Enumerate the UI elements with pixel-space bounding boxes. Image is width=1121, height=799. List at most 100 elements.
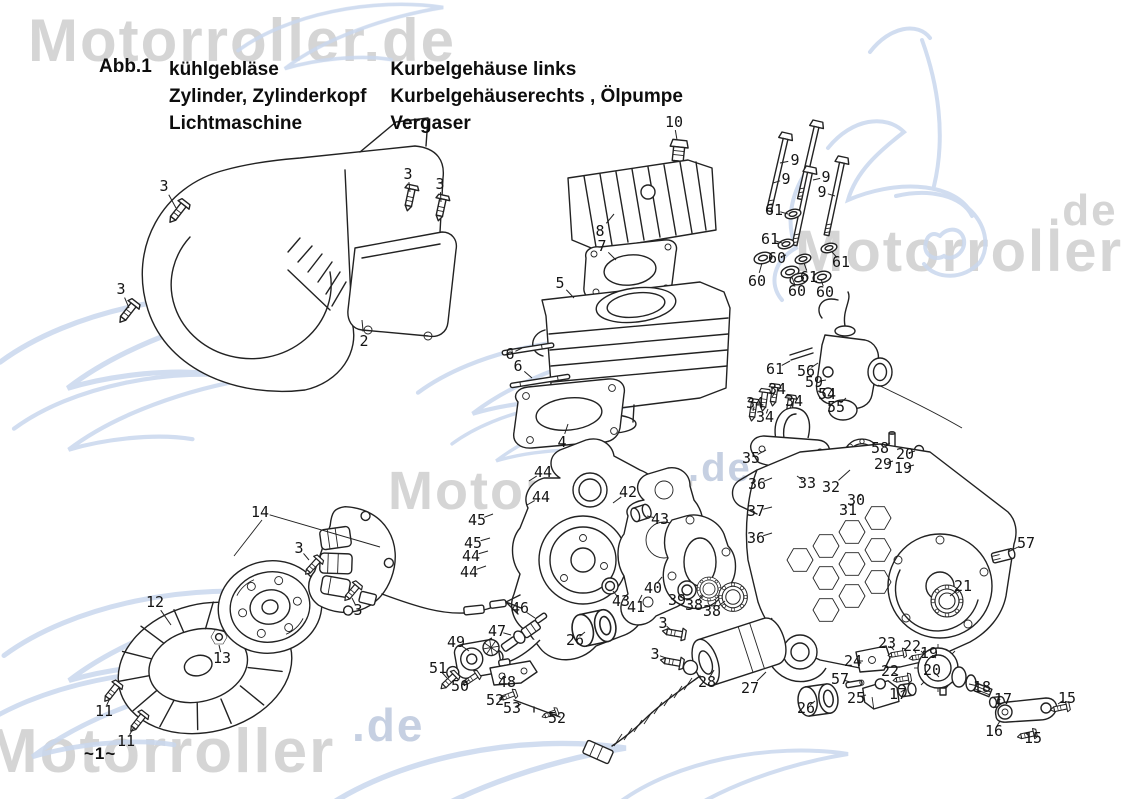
part-number-label: 3: [650, 645, 660, 663]
scooter-watermark: [772, 26, 988, 302]
part-number-label: 3: [353, 601, 363, 619]
part-number-label: 24: [843, 652, 863, 670]
part-number-label: 3: [116, 280, 126, 298]
part-number-label: 18: [972, 678, 992, 696]
part-number-label: 4: [557, 433, 567, 451]
part-number-label: 52: [547, 709, 567, 727]
header-line: Zylinder, Zylinderkopf: [169, 86, 367, 107]
part-number-label: 21: [953, 577, 973, 595]
part-number-label: 46: [510, 599, 530, 617]
part-number-label: 10: [664, 113, 684, 131]
part-number-label: 60: [815, 283, 835, 301]
part-number-label: 3: [435, 175, 445, 193]
part-number-label: 27: [740, 679, 760, 697]
output-bearing: [930, 547, 1016, 618]
part-number-label: 54: [817, 385, 837, 403]
figure-label: Abb.1: [99, 56, 152, 77]
part-number-label: 43: [650, 510, 670, 528]
header-line: Vergaser: [390, 113, 471, 134]
part-number-label: 61: [799, 268, 819, 286]
kickstart-lever: [994, 697, 1058, 723]
part-number-label: 23: [877, 634, 897, 652]
header-line: Kurbelgehäuse links: [390, 59, 577, 80]
part-number-label: 55: [826, 398, 846, 416]
part-number-label: 15: [1023, 729, 1043, 747]
watermark-right-suffix: .de: [1048, 186, 1118, 235]
part-number-label: 36: [746, 529, 766, 547]
part-number-label: 16: [984, 722, 1004, 740]
cylinder-head: [567, 159, 717, 251]
part-number-label: 2: [359, 332, 369, 350]
seals-bearings: [601, 503, 748, 612]
part-number-label: 44: [531, 488, 551, 506]
starter-motor: [582, 617, 787, 765]
part-number-label: 59: [804, 373, 824, 391]
part-number-label: 61: [764, 201, 784, 219]
part-number-label: 61: [760, 230, 780, 248]
cylinder-studs: [501, 342, 571, 389]
part-number-label: 41: [626, 598, 646, 616]
part-number-label: 36: [747, 475, 767, 493]
starter-gear: [914, 644, 993, 698]
part-number-label: 6: [505, 345, 515, 363]
part-number-label: 32: [821, 478, 841, 496]
part-number-label: 9: [781, 170, 791, 188]
part-number-label: 61: [765, 360, 785, 378]
bottom-right-parts: [845, 644, 1072, 743]
part-number-label: 28: [697, 673, 717, 691]
part-number-label: 39: [667, 591, 687, 609]
carburetor: [789, 291, 963, 429]
part-number-label: 37: [746, 502, 766, 520]
part-number-label: 29: [873, 455, 893, 473]
part-number-label: 9: [821, 168, 831, 186]
part-number-label: 60: [767, 249, 787, 267]
part-number-label: 6: [513, 357, 523, 375]
flywheel-nut: [210, 629, 228, 645]
part-number-label: 60: [747, 272, 767, 290]
figure-header: Abb.1 kühlgebläse Zylinder, Zylinderkopf…: [99, 56, 683, 137]
part-number-label: 9: [817, 183, 827, 201]
part-number-label: 17: [993, 690, 1013, 708]
part-number-label: 20: [922, 661, 942, 679]
part-number-label: 61: [831, 253, 851, 271]
part-number-label: 15: [1057, 689, 1077, 707]
part-number-label: 44: [459, 563, 479, 581]
part-number-label: 35: [741, 449, 761, 467]
oil-pump: [436, 612, 561, 722]
part-number-label: 14: [250, 503, 270, 521]
part-number-label: 3: [403, 165, 413, 183]
header-line: Kurbelgehäuserechts , Ölpumpe: [390, 86, 683, 107]
part-number-label: 56: [796, 362, 816, 380]
part-number-label: 26: [796, 699, 816, 717]
part-number-label: 19: [893, 459, 913, 477]
rotor: [217, 560, 323, 654]
header-right-column: Kurbelgehäuse links Kurbelgehäuserechts …: [390, 56, 682, 137]
part-number-label: 45: [467, 511, 487, 529]
watermark-bottom-suffix: .de: [352, 699, 425, 751]
page-number: ~1~: [84, 744, 117, 763]
stator: [233, 506, 522, 616]
part-number-label: 52: [485, 691, 505, 709]
part-number-label: 31: [838, 501, 858, 519]
part-number-label: 48: [497, 673, 517, 691]
part-number-label: 12: [145, 593, 165, 611]
part-number-label: 40: [643, 579, 663, 597]
part-number-label: 49: [446, 633, 466, 651]
part-number-label: 9: [790, 151, 800, 169]
part-number-label: 51: [428, 659, 448, 677]
part-number-label: 38: [702, 602, 722, 620]
part-number-label: 34: [784, 392, 804, 410]
part-number-label: 30: [846, 491, 866, 509]
part-number-label: 13: [212, 649, 232, 667]
header-line: kühlgebläse: [169, 59, 279, 80]
part-number-label: 60: [787, 282, 807, 300]
part-number-label: 47: [487, 622, 507, 640]
header-line: Lichtmaschine: [169, 113, 303, 134]
part-number-label: 44: [533, 463, 553, 481]
part-number-label: 34: [745, 394, 765, 412]
part-number-label: 25: [846, 689, 866, 707]
fan-cover-cap: [347, 231, 458, 341]
